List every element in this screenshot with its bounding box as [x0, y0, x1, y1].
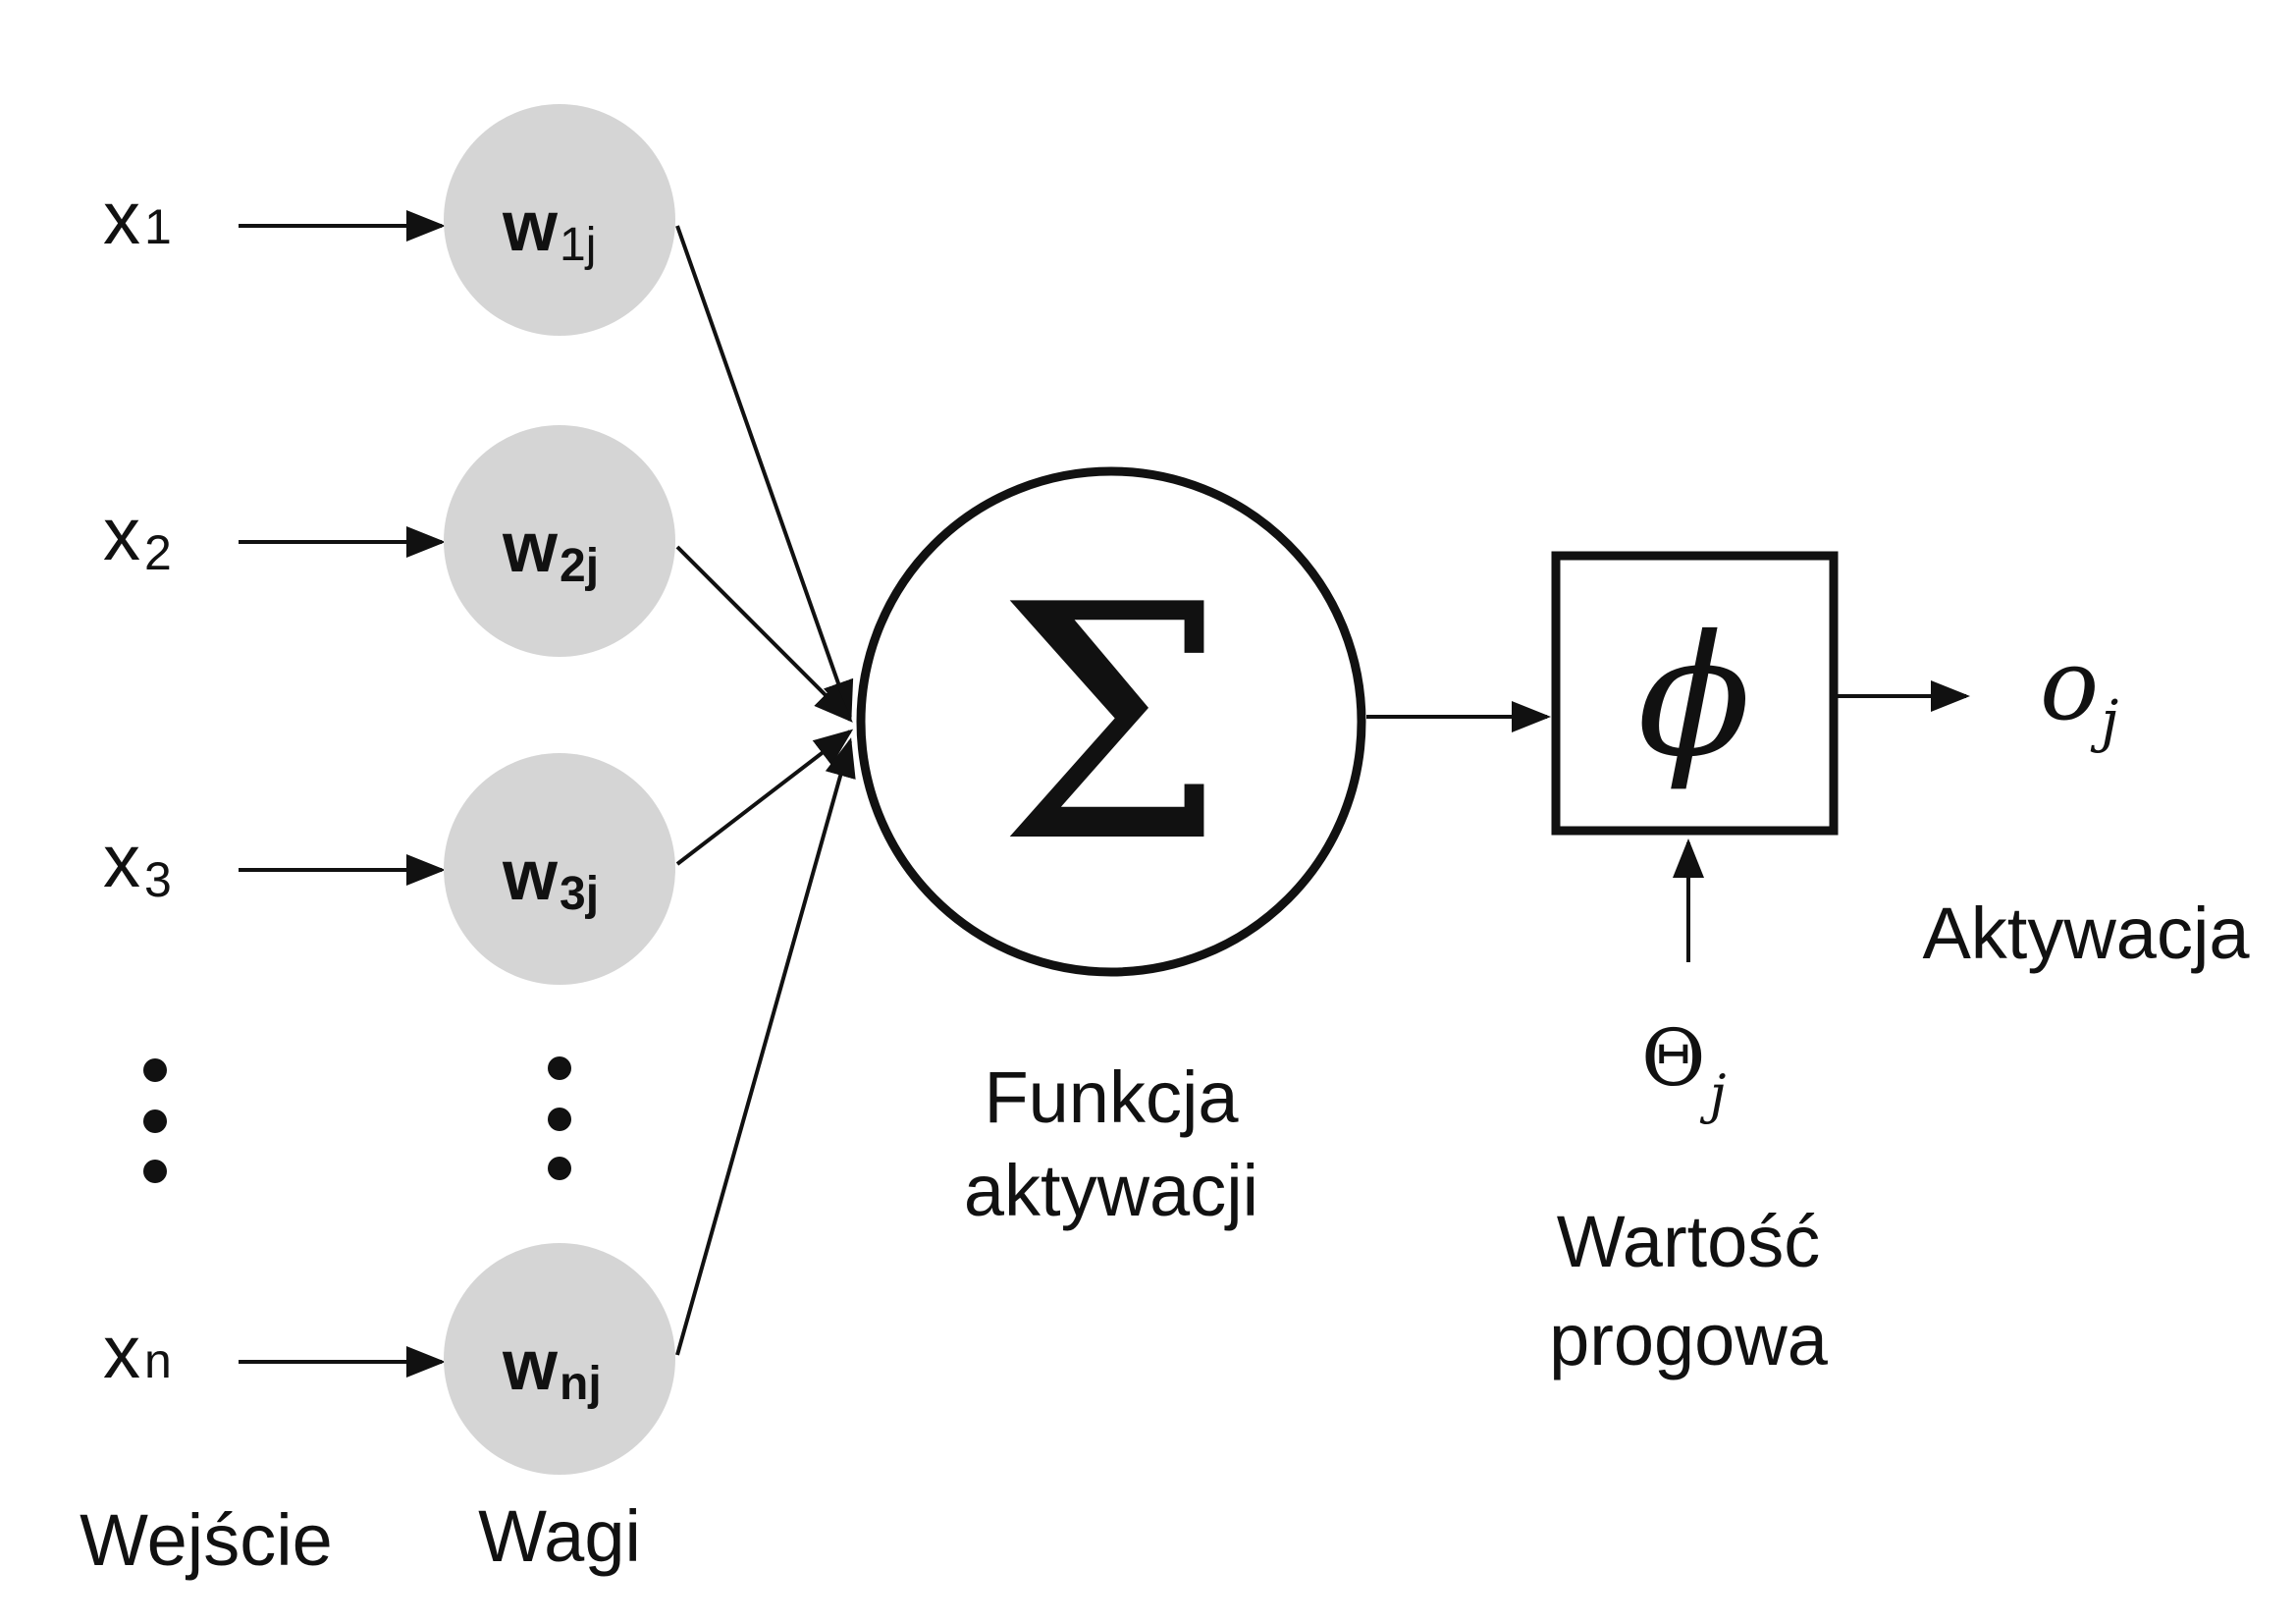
input-x3-label: x3: [103, 820, 172, 907]
weight-node-n: wnj: [444, 1243, 675, 1475]
svg-text:w1j: w1j: [502, 188, 596, 271]
svg-text:wnj: wnj: [502, 1326, 602, 1410]
weight-node-3: w3j: [444, 753, 675, 985]
label-activation: Aktywacja: [1922, 893, 2250, 974]
arrow-w3-to-sum: [675, 729, 854, 866]
svg-text:w3j: w3j: [502, 837, 599, 920]
weight-node-1: w1j: [444, 104, 675, 336]
arrow-w2-to-sum: [675, 545, 853, 723]
label-threshold-line2: progowa: [1549, 1299, 1829, 1380]
label-inputs: Wejście: [80, 1499, 333, 1581]
arrow-wn-to-sum: [675, 737, 856, 1356]
input-xn-label: xn: [103, 1311, 172, 1394]
weight-node-2: w2j: [444, 425, 675, 657]
label-sum-line2: aktywacji: [964, 1150, 1258, 1231]
threshold-label: Θj: [1641, 1012, 1726, 1125]
inputs-ellipsis: [143, 1058, 167, 1183]
input-x2-label: x2: [103, 493, 172, 580]
weights-ellipsis: [548, 1056, 571, 1180]
label-sum-line1: Funkcja: [984, 1056, 1239, 1138]
summation-node: Σ: [856, 466, 1366, 977]
svg-text:w2j: w2j: [502, 509, 599, 592]
output-label: oj: [2040, 627, 2118, 754]
activation-symbol: ϕ: [1637, 600, 1751, 794]
activation-box: ϕ: [1551, 551, 1839, 836]
input-x1-label: x1: [103, 177, 172, 260]
sum-symbol: Σ: [996, 536, 1225, 913]
label-weights: Wagi: [478, 1495, 641, 1577]
label-threshold-line1: Wartość: [1557, 1201, 1821, 1282]
arrow-w1-to-sum: [675, 225, 854, 721]
